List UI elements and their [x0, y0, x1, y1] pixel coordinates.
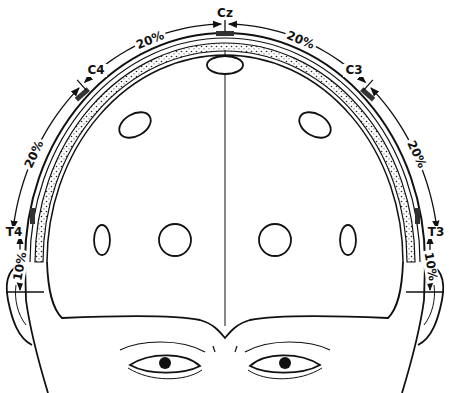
percent-label: 20%: [282, 28, 317, 52]
percent-label: 20%: [403, 136, 429, 171]
electrode-label: Cz: [215, 7, 235, 20]
measure-arc: [85, 24, 222, 82]
tick-mark: [77, 80, 86, 90]
ear-level-line: [6, 291, 44, 292]
pupils: [159, 357, 291, 369]
tick-mark: [364, 80, 373, 90]
midline: [225, 50, 226, 326]
electrodes: [94, 56, 356, 256]
measure-arc: [13, 88, 79, 229]
electrode-label: T3: [426, 226, 447, 239]
percent-label: 20%: [132, 28, 167, 52]
measurement-arrows: [6, 17, 445, 292]
measure-arc: [371, 88, 437, 229]
electrode-label: C4: [85, 64, 106, 77]
ear-level-line: [406, 291, 444, 292]
percent-label: 10%: [11, 249, 29, 283]
percent-label: 20%: [21, 136, 47, 171]
percent-label: 10%: [421, 249, 439, 283]
measure-arc: [229, 24, 366, 82]
face: [7, 262, 443, 393]
electrode-label: T4: [4, 226, 25, 239]
electrode-label: C3: [343, 64, 364, 77]
electrode-pads: [30, 31, 420, 224]
